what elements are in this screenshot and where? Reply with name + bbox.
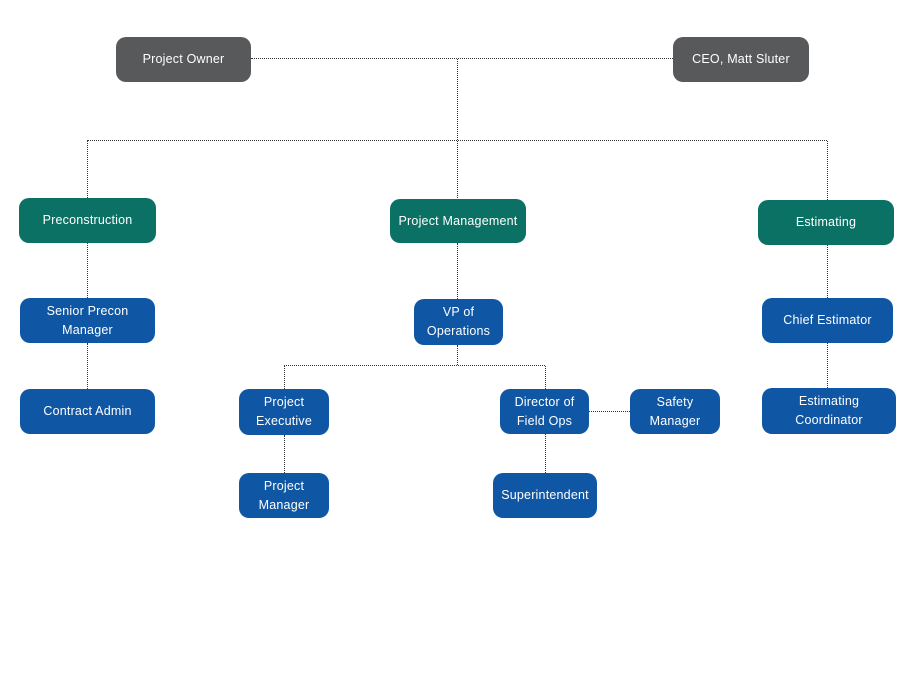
node-label: VP of Operations	[426, 305, 491, 338]
node-project-manager: Project Manager	[239, 473, 329, 518]
connector-pm-to-vp	[457, 243, 458, 299]
connector-dfo-to-super	[545, 434, 546, 473]
connector-estimating-drop	[827, 141, 828, 200]
node-label: Director of Field Ops	[514, 394, 575, 428]
node-superintendent: Superintendent	[493, 473, 597, 518]
node-label: Contract Admin	[43, 404, 132, 419]
connector-pe-drop	[284, 366, 285, 389]
node-label: Project Executive	[256, 395, 312, 428]
connector-est-to-chief	[827, 245, 828, 298]
connector-precon-to-spm	[87, 243, 88, 298]
node-label: Preconstruction	[42, 213, 133, 228]
connector-dfo-to-safety	[588, 411, 630, 412]
node-senior-precon-manager: Senior Precon Manager	[20, 298, 155, 343]
node-label: CEO, Matt Sluter	[692, 52, 790, 67]
node-label: Estimating Coordinator	[795, 394, 863, 427]
node-project-owner: Project Owner	[116, 37, 251, 82]
node-project-management: Project Management	[390, 199, 526, 243]
node-director-of-field-ops: Director of Field Ops	[500, 389, 589, 434]
node-label: Project Manager	[258, 478, 310, 512]
connector-top-center-drop	[457, 59, 458, 198]
connector-vp-stub	[457, 345, 458, 365]
node-estimating-coordinator: Estimating Coordinator	[762, 388, 896, 434]
node-preconstruction: Preconstruction	[19, 198, 156, 243]
node-label: Project Owner	[142, 52, 225, 67]
node-label: Estimating	[795, 215, 857, 230]
connector-pe-to-pmgr	[284, 435, 285, 473]
node-chief-estimator: Chief Estimator	[762, 298, 893, 343]
node-label: Superintendent	[501, 488, 589, 503]
node-safety-manager: Safety Manager	[630, 389, 720, 434]
connector-chief-to-coord	[827, 343, 828, 388]
connector-ops-branch	[284, 365, 545, 366]
connector-owner-ceo	[251, 58, 673, 59]
connector-spm-to-contract	[87, 343, 88, 389]
node-label: Safety Manager	[649, 394, 701, 428]
connector-departments-branch	[87, 140, 827, 141]
connector-preconstruction-drop	[87, 141, 88, 198]
node-ceo: CEO, Matt Sluter	[673, 37, 809, 82]
node-project-executive: Project Executive	[239, 389, 329, 435]
connector-dfo-drop	[545, 366, 546, 389]
node-label: Senior Precon Manager	[46, 303, 129, 337]
node-contract-admin: Contract Admin	[20, 389, 155, 434]
node-label: Chief Estimator	[783, 313, 872, 328]
node-label: Project Management	[398, 213, 518, 228]
node-estimating: Estimating	[758, 200, 894, 245]
node-vp-of-operations: VP of Operations	[414, 299, 503, 345]
